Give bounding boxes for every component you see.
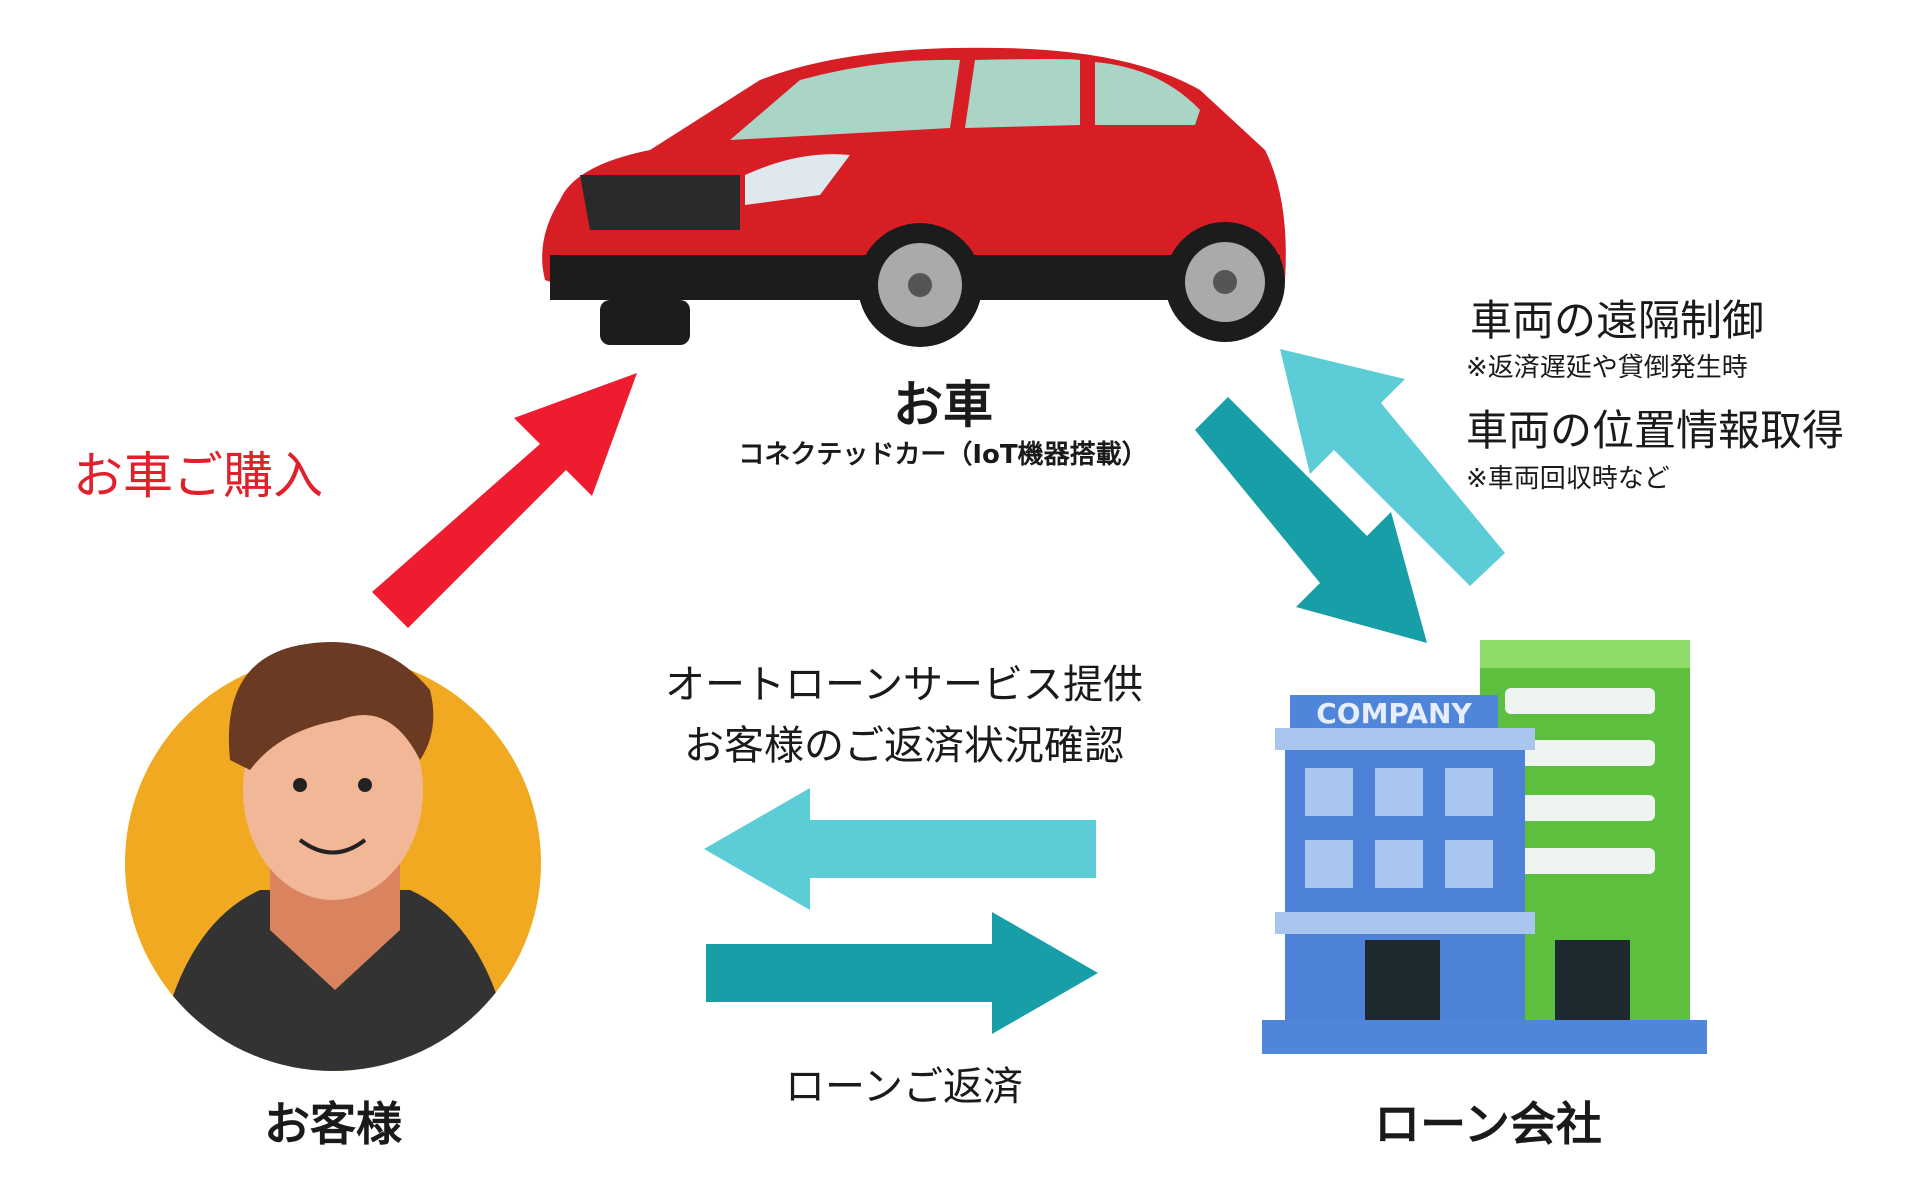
building-sign: COMPANY <box>1316 697 1472 730</box>
service-label: オートローンサービス提供 <box>665 662 1143 708</box>
purchase-label: お車ご購入 <box>73 447 323 505</box>
location-label: 車両の位置情報取得 <box>1466 406 1845 455</box>
purchase-arrow <box>372 373 637 628</box>
remote-control-label: 車両の遠隔制御 <box>1470 296 1765 345</box>
car-illustration <box>542 47 1286 347</box>
location-note: ※車両回収時など <box>1466 464 1670 494</box>
car-title: お車 <box>893 376 993 434</box>
repayment-arrow-right <box>706 912 1098 1034</box>
car-subtitle: コネクテッドカー（IoT機器搭載） <box>738 440 1148 470</box>
repayment-label: ローンご返済 <box>785 1064 1023 1110</box>
company-to-car-arrow <box>1280 349 1505 586</box>
customer-label: お客様 <box>264 1097 402 1151</box>
company-building <box>1262 640 1707 1054</box>
service-arrow-left <box>704 788 1096 910</box>
remote-control-note: ※返済遅延や貸倒発生時 <box>1466 353 1748 383</box>
customer-avatar <box>125 642 541 1071</box>
status-check-label: お客様のご返済状況確認 <box>684 723 1124 769</box>
car-to-company-arrow <box>1195 397 1427 643</box>
company-label: ローン会社 <box>1374 1097 1602 1151</box>
